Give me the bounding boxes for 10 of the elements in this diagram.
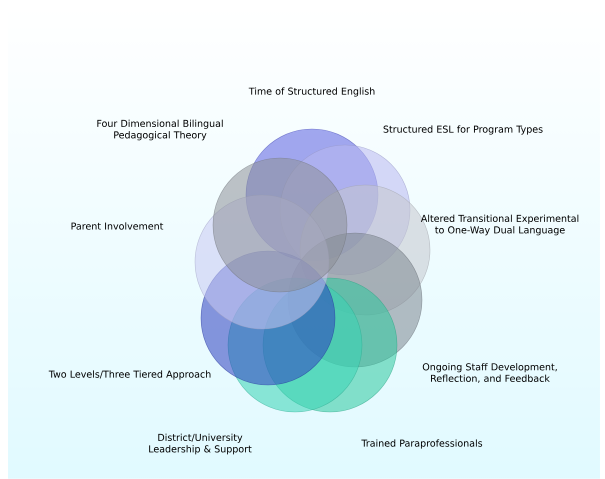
- circle-label: Time of Structured English: [248, 87, 374, 97]
- circle-label: Altered Transitional Experimental to One-Way Dual Language: [420, 214, 578, 236]
- circle-label: Parent Involvement: [72, 222, 164, 230]
- circle-label: Two Levels/Three Tiered Approach: [48, 370, 210, 380]
- circle-label: Trained Paraprofessionals: [361, 439, 482, 449]
- venn-circle: [212, 158, 348, 292]
- circle-label: Ongoing Staff Development, Reflection, and Feedback: [422, 363, 557, 383]
- circle-label: District/University Leadership & Support: [149, 434, 252, 454]
- circle-label: Structured ESL for Program Types: [384, 125, 543, 135]
- circle-label: Four Dimensional Bilingual Pedagogical Theory: [97, 120, 223, 140]
